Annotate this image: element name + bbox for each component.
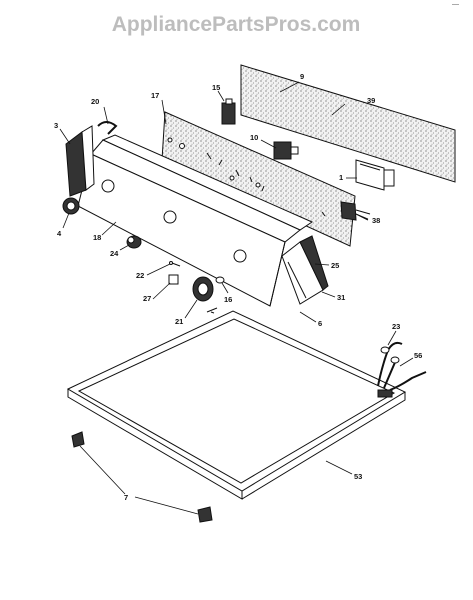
part-31-right-endcap bbox=[281, 235, 329, 305]
callout-39: 39 bbox=[367, 96, 375, 105]
callout-27: 27 bbox=[143, 294, 151, 303]
part-7-glide-right bbox=[197, 506, 213, 523]
part-4-knob bbox=[62, 197, 80, 215]
callout-23: 23 bbox=[392, 322, 400, 331]
part-22-screw bbox=[169, 261, 181, 267]
part-21-selector-knob bbox=[192, 276, 214, 302]
callout-38: 38 bbox=[372, 216, 380, 225]
part-38-bracket bbox=[340, 201, 371, 221]
part-9-back-panel bbox=[240, 64, 456, 183]
callout-20: 20 bbox=[91, 97, 99, 106]
callout-1: 1 bbox=[339, 173, 343, 182]
part-24-knob bbox=[126, 235, 142, 249]
corner-fragment: — bbox=[452, 1, 459, 8]
watermark-text: AppliancePartsPros.com bbox=[112, 13, 361, 36]
part-1-timer-unit bbox=[355, 159, 395, 191]
callout-15: 15 bbox=[212, 83, 220, 92]
callout-3: 3 bbox=[54, 121, 58, 130]
part-23-wire-harness bbox=[377, 341, 427, 398]
part-18-console bbox=[77, 134, 314, 307]
callout-31: 31 bbox=[337, 293, 345, 302]
part-53-top-cover bbox=[66, 307, 407, 500]
callout-18: 18 bbox=[93, 233, 101, 242]
callout-labels: 9 39 20 17 15 3 10 1 38 4 18 24 25 22 27… bbox=[54, 72, 422, 502]
callout-24: 24 bbox=[110, 249, 119, 258]
part-20-left-trim bbox=[97, 121, 118, 135]
part-10-selector-switch bbox=[273, 141, 299, 160]
callout-53: 53 bbox=[354, 472, 362, 481]
part-16-spring bbox=[215, 276, 225, 284]
part-17-control-backplate bbox=[161, 111, 356, 247]
callout-16: 16 bbox=[224, 295, 232, 304]
leader-lines bbox=[59, 81, 414, 515]
callout-17: 17 bbox=[151, 91, 159, 100]
callout-7: 7 bbox=[124, 493, 128, 502]
callout-25: 25 bbox=[331, 261, 339, 270]
callout-56: 56 bbox=[414, 351, 422, 360]
part-15-switch bbox=[221, 98, 236, 125]
callout-21: 21 bbox=[175, 317, 183, 326]
callout-4: 4 bbox=[57, 229, 62, 238]
callout-6: 6 bbox=[318, 319, 322, 328]
callout-9: 9 bbox=[300, 72, 304, 81]
part-7-glide-left bbox=[71, 431, 85, 448]
part-27-clip bbox=[168, 274, 179, 285]
part-3-left-endcap bbox=[65, 125, 95, 197]
callout-10: 10 bbox=[250, 133, 258, 142]
callout-22: 22 bbox=[136, 271, 144, 280]
